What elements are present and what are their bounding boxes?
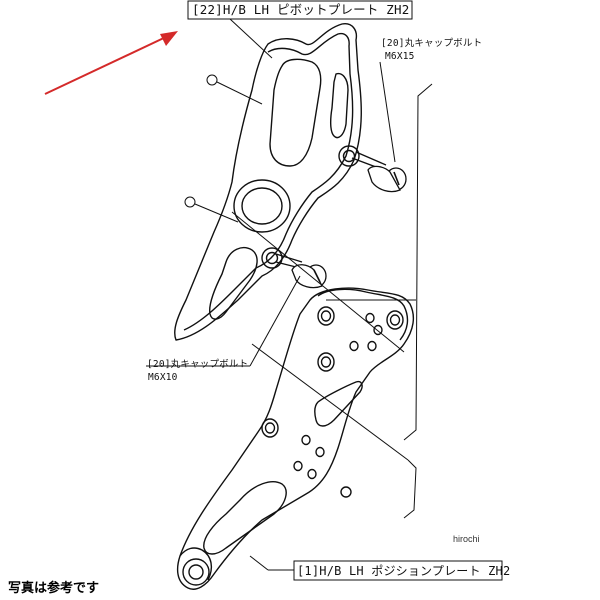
pin-icon — [184, 74, 263, 223]
bolt-upper-size-label: M6X15 — [385, 51, 415, 62]
pivot-plate-label: [22]H/B LH ピボットプレート ZH2 — [192, 2, 410, 17]
projection-lines — [231, 83, 433, 519]
pivot-plate-label-frame — [187, 0, 413, 20]
pivot-plate-part — [174, 23, 362, 341]
leader-lines — [146, 18, 503, 581]
bolt-upper-label: [20]丸キャップボルト — [381, 38, 483, 49]
position-plate-part — [176, 287, 415, 590]
red-arrow-icon — [44, 31, 178, 95]
cap-bolt-upper-icon — [351, 151, 407, 193]
disclaimer-text: 写真は参考です — [8, 581, 100, 596]
cap-bolt-lower-icon — [275, 253, 327, 289]
position-plate-label: [1]H/B LH ポジションプレート ZH2 — [297, 564, 511, 578]
watermark: hirochi — [453, 534, 480, 544]
bolt-lower-label: [20]丸キャップボルト — [147, 359, 249, 370]
bolt-lower-size-label: M6X10 — [148, 372, 178, 383]
